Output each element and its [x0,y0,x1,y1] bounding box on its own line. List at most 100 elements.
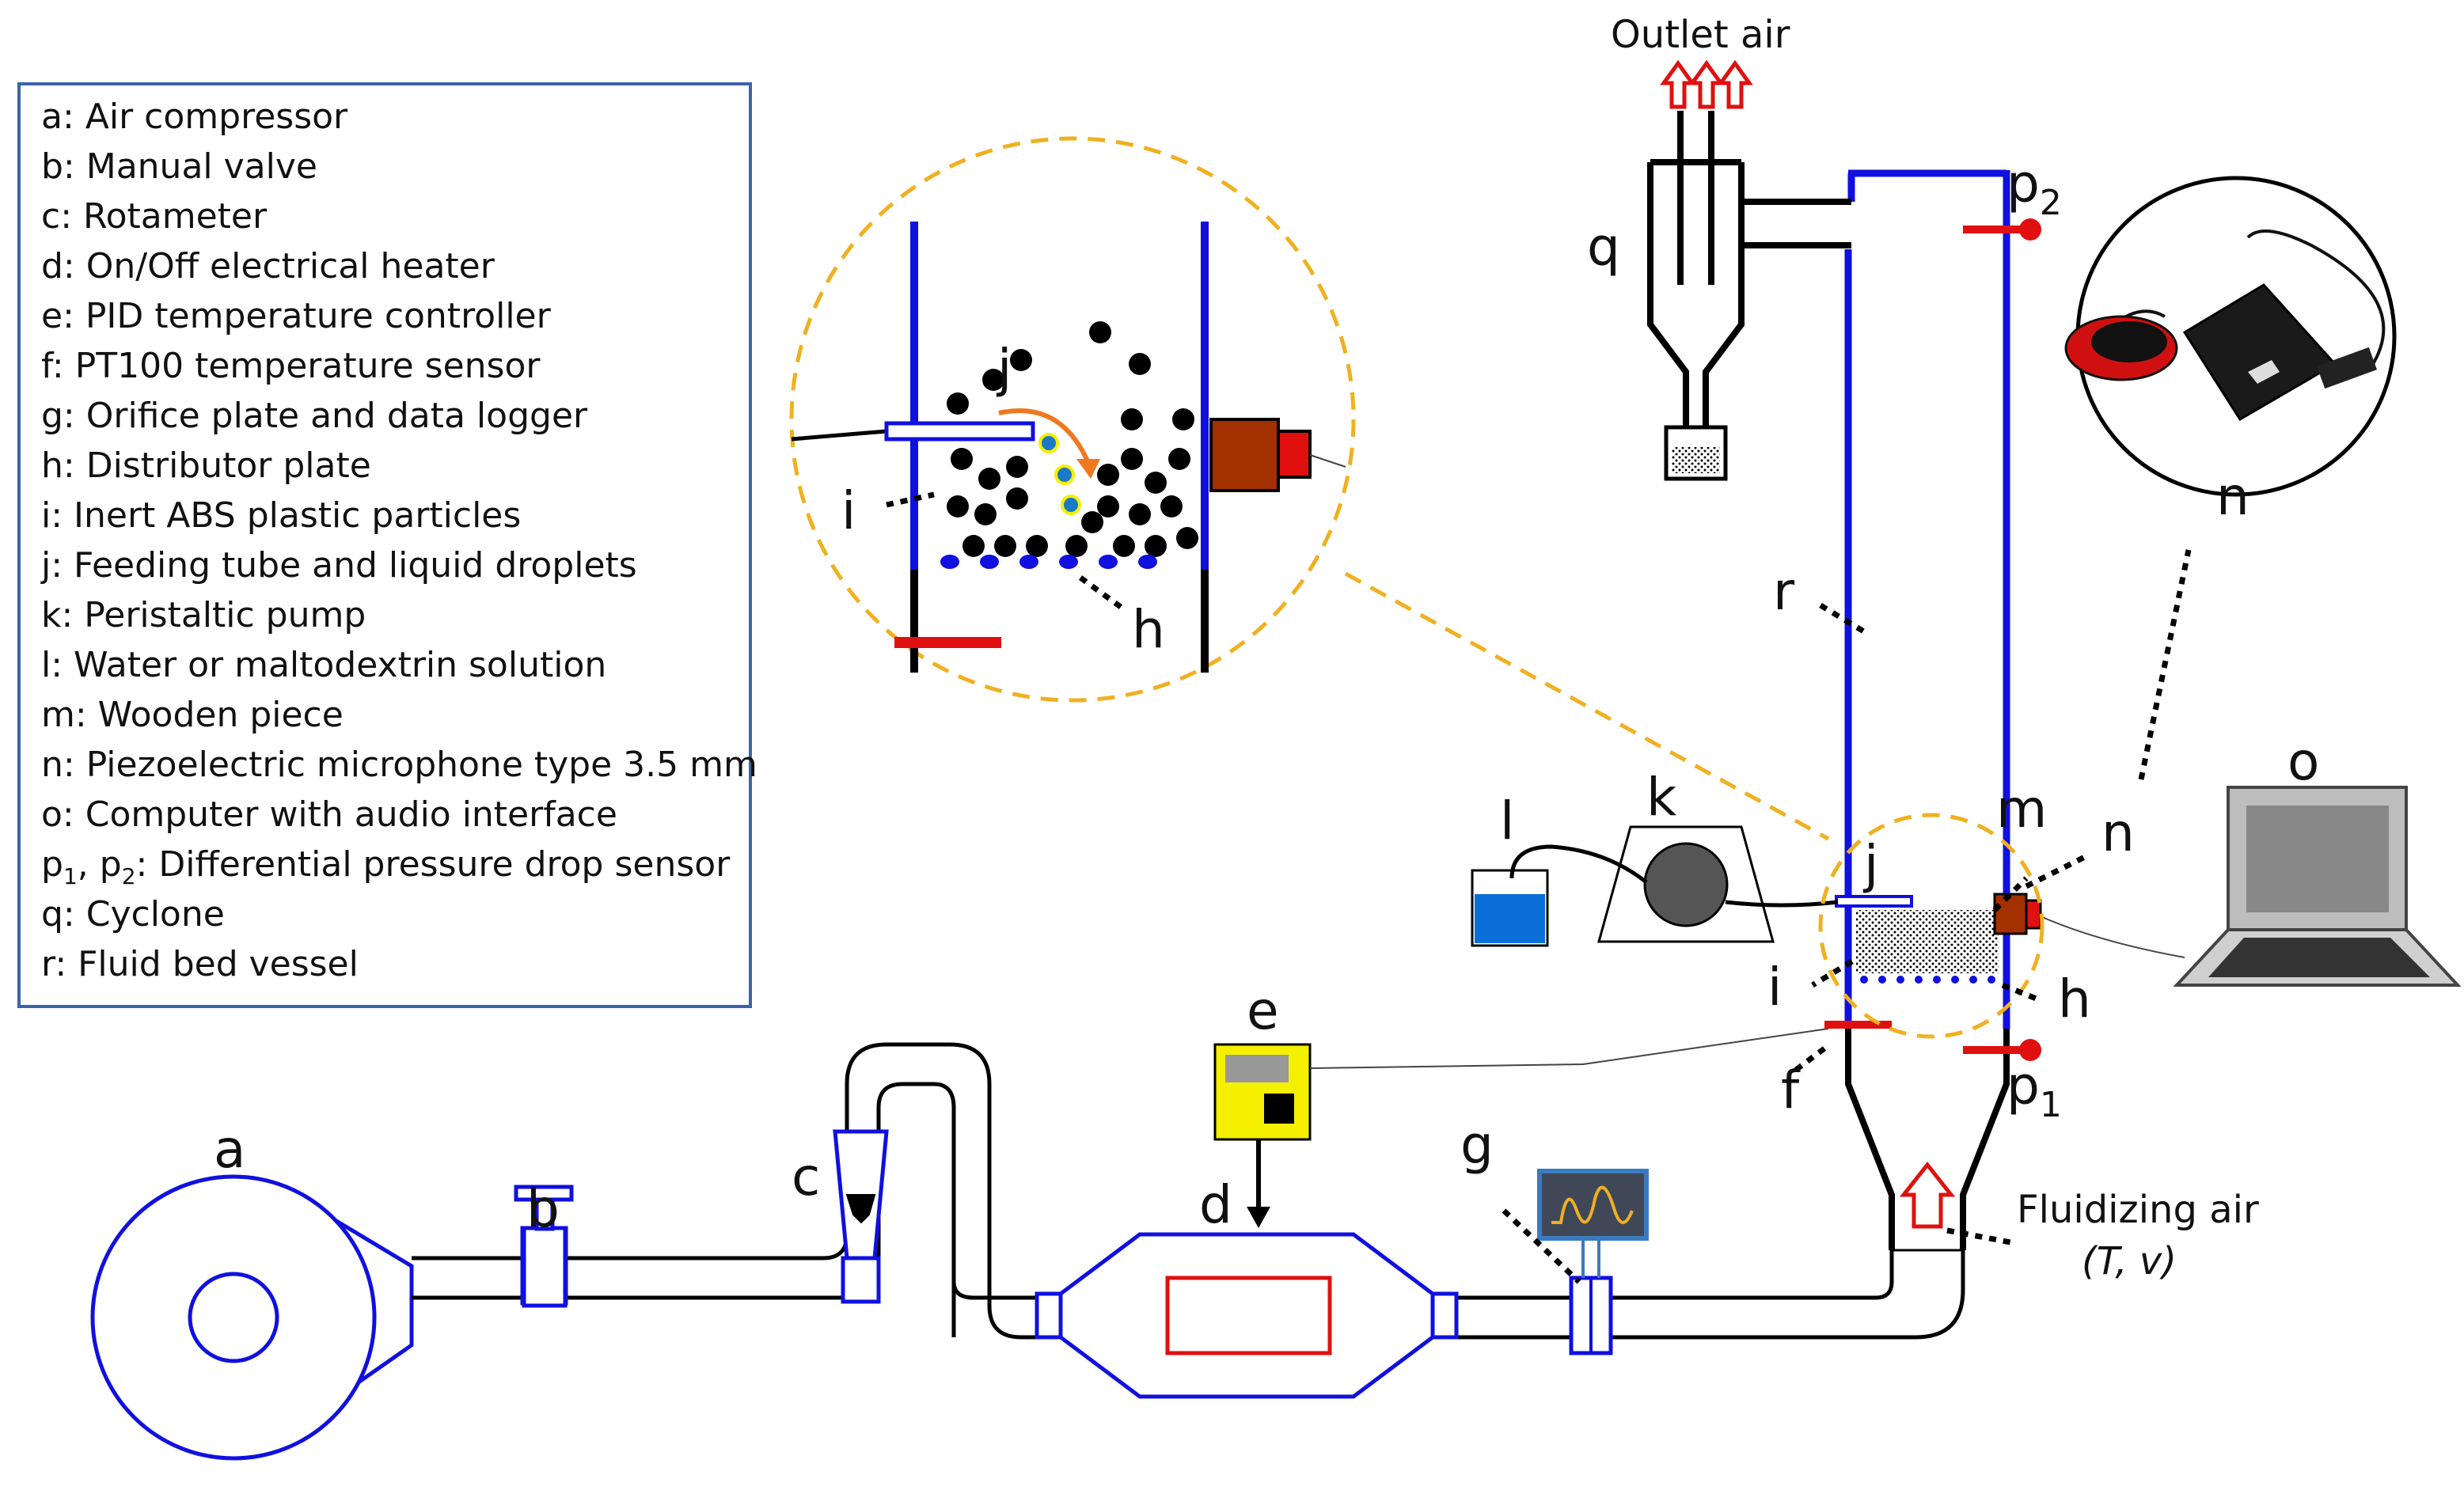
legend-item: n: Piezoelectric microphone type 3.5 mm [41,745,757,785]
legend-item: r: Fluid bed vessel [41,944,359,984]
particle-dot [947,495,969,517]
legend-item: b: Manual valve [41,146,317,187]
legend-item: a: Air compressor [41,97,348,137]
manual-valve [514,1185,574,1308]
zoom-circle-small [1818,813,2044,1039]
legend-item: f: PT100 temperature sensor [41,346,541,386]
microphone-detail [2064,176,2397,497]
particle-dot [962,535,985,557]
label-d: d [1199,1174,1232,1235]
label-i: i [1767,957,1782,1018]
wooden-piece [1993,893,2028,935]
part-labels: a b c d e f g h i j k l m n n o q r h i … [214,13,2319,1283]
legend-item: c: Rotameter [41,196,268,237]
distributor-plate [1860,976,1995,984]
label-l: l [1500,790,1514,851]
zoom-detail [789,136,1356,703]
legend-item: m: Wooden piece [41,695,344,735]
label-q: q [1587,217,1620,278]
particle-dot [1065,535,1088,557]
particle-dot [1172,408,1194,430]
liquid-container [1471,869,1549,947]
cyclone [1647,111,1745,481]
leader-lines [886,491,2192,1284]
particle-dot [947,392,969,415]
outlet-arrows [1660,59,1753,109]
label-h-detail: h [1132,599,1165,660]
particle-dot [1160,495,1183,517]
particle-dot [982,369,1004,391]
particle-dot [1113,535,1135,557]
label-m: m [1996,779,2047,840]
label-fluidizing-air: Fluidizing air [2017,1188,2259,1232]
particle-dot [1081,511,1103,533]
legend-item: i: Inert ABS plastic particles [41,495,522,536]
fluidizing-air-arrow [1899,1161,1956,1229]
label-j-detail: j [996,338,1012,399]
particle-dot [994,535,1016,557]
particle-dot [1129,353,1151,375]
label-n-detail: n [2216,466,2249,527]
pressure-sensor-p2 [1963,218,2041,241]
label-c: c [792,1147,820,1207]
legend-item: g: Orifice plate and data logger [41,396,588,436]
legend-fragment: 1 [63,862,78,889]
particle-dot [1129,503,1151,525]
label-g: g [1460,1115,1494,1176]
label-outlet-air: Outlet air [1611,13,1790,57]
particle-dot [1026,535,1048,557]
cyclone-connector [1741,199,1851,248]
particle-dot [1121,448,1143,470]
legend-fragment: : Differential pressure drop sensor [135,844,731,885]
legend-box: a: Air compressor b: Manual valve c: Rotam… [17,82,757,1008]
vessel-cone [1845,1029,2010,1252]
zoom-connector-1 [1344,571,1830,841]
label-b: b [526,1178,560,1239]
orifice-logger [1537,1169,1649,1355]
particle-dot [1168,448,1190,470]
pressure-sensor-p1 [1963,1039,2041,1061]
legend-fragment: , [77,844,100,885]
label-i-detail: i [841,480,856,541]
label-a: a [214,1119,245,1180]
label-p2: p2 [2007,154,2062,223]
label-r: r [1773,561,1795,622]
bed-particles [1856,910,1999,973]
microphone-small [2025,899,2042,930]
pid-controller [1213,1028,1829,1228]
legend-fragment: p [41,844,63,885]
legend-fragment: 2 [121,862,136,889]
label-o: o [2287,731,2319,792]
particle-dot [1006,456,1028,478]
particle-dot [1145,472,1167,494]
particle-dot [1010,349,1032,371]
legend-item: j: Feeding tube and liquid droplets [41,545,637,586]
label-h: h [2058,969,2091,1029]
rotameter [833,1129,889,1304]
particle-dot [1089,321,1111,343]
particle-dot [978,468,1000,490]
laptop [2173,786,2462,987]
legend-item: l: Water or maltodextrin solution [41,645,607,685]
label-e: e [1247,980,1279,1041]
label-p1: p1 [2007,1056,2062,1125]
legend-item: h: Distributor plate [41,445,371,486]
legend-item: e: PID temperature controller [41,296,551,336]
particle-dot [1176,527,1198,549]
particle-dot [1006,487,1028,510]
peristaltic-pump [1597,825,1775,943]
legend-item-pressure: p1, p2: Differential pressure drop senso… [41,844,730,889]
feed-line [1509,844,1839,908]
particle-dot [1097,495,1119,517]
label-fluidizing-air-vars: (T, v) [2082,1239,2177,1283]
legend-item: k: Peristaltic pump [41,595,366,635]
particle-dot [1097,464,1119,486]
particle-dot [1121,408,1143,430]
legend-fragment: p [99,844,122,885]
legend-item: d: On/Off electrical heater [41,246,495,286]
legend-item: o: Computer with audio interface [41,794,617,835]
legend-item: q: Cyclone [41,894,225,934]
particle-dot [951,448,973,470]
